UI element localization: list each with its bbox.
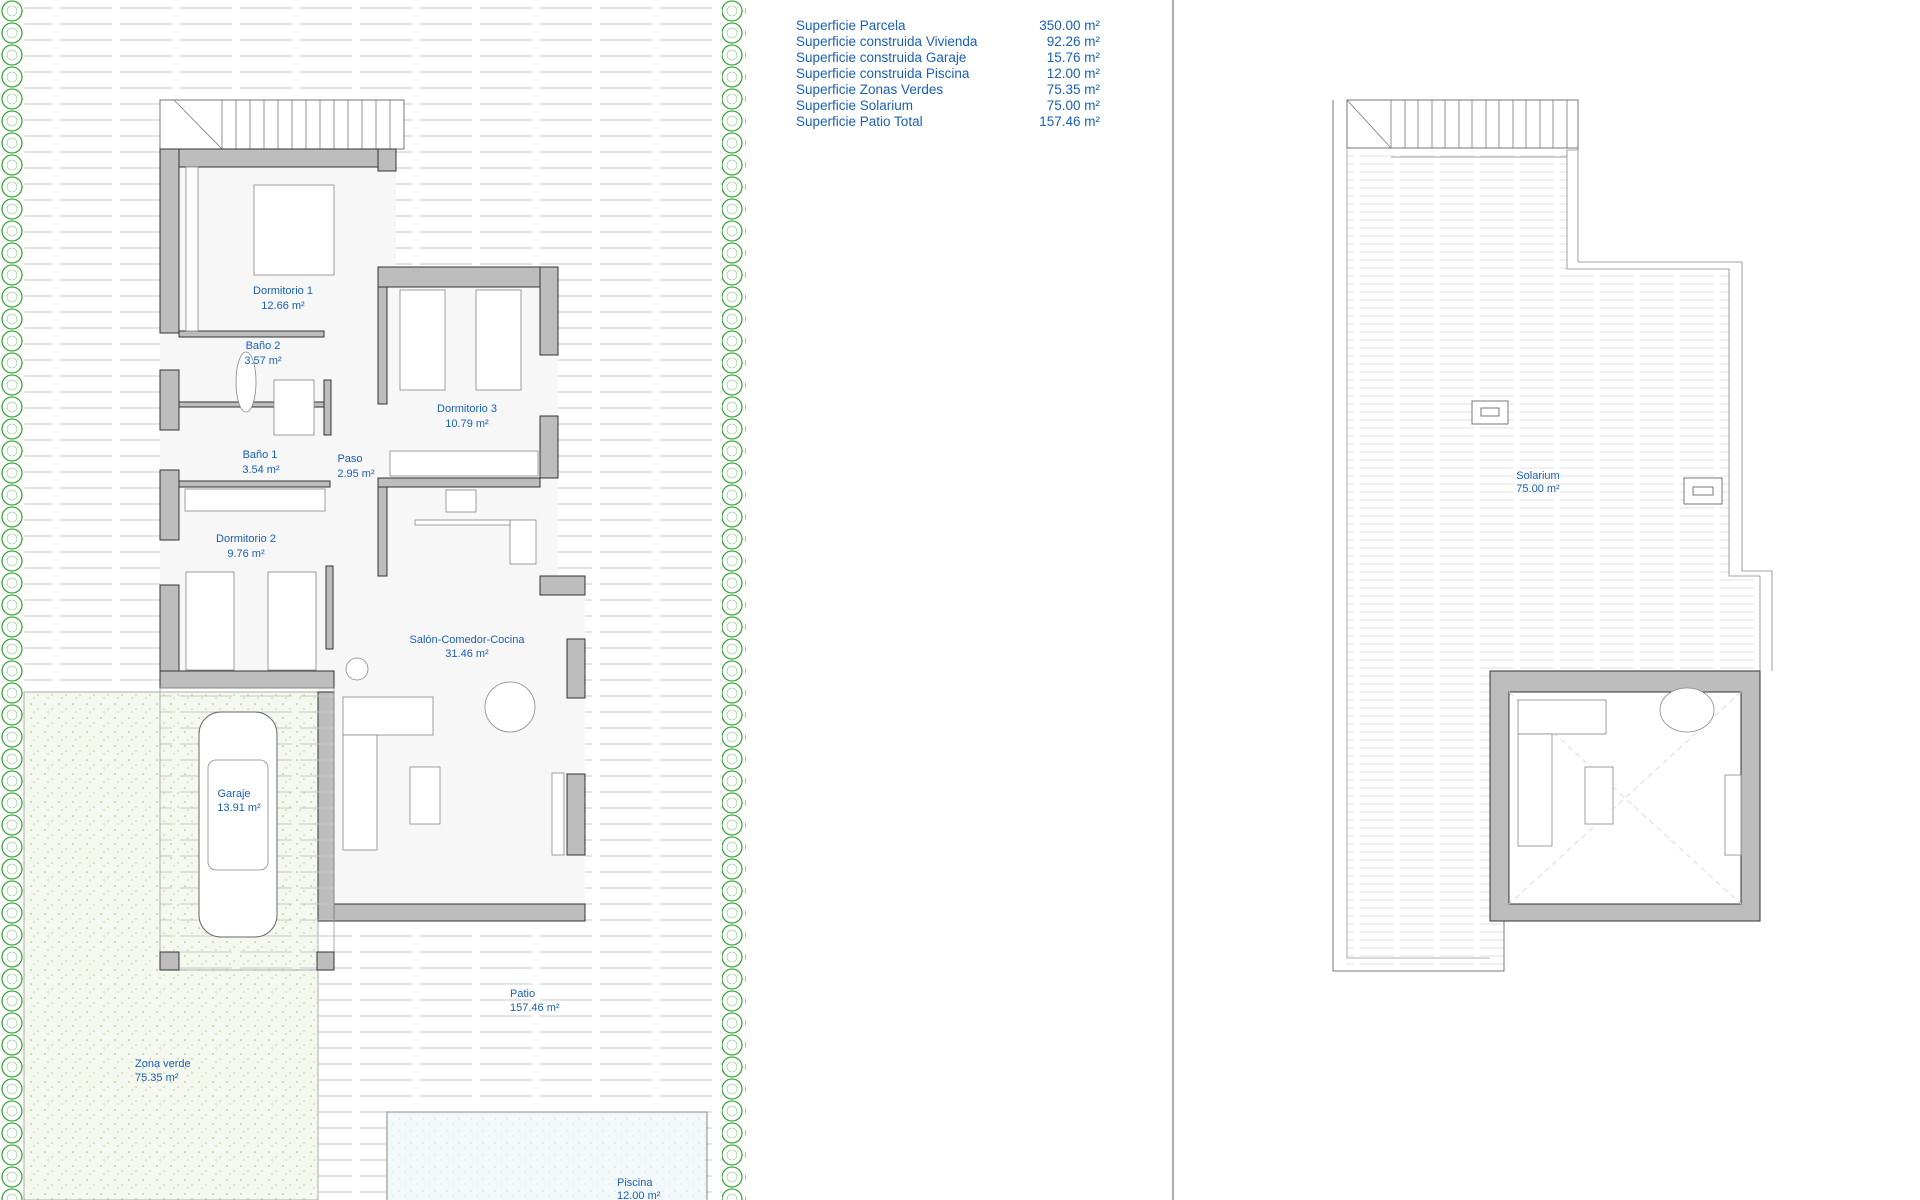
ground-floor-plan [0,0,746,1200]
room-name: Patio [510,988,535,1000]
sofa [342,696,434,736]
hedge-right [722,0,746,1200]
room-area: 75.00 m² [1516,483,1560,495]
room-area: 2.95 m² [337,468,375,480]
room-area: 9.76 m² [227,548,265,560]
single-bed [267,571,317,671]
summary-value: 75.00 m² [1047,98,1101,113]
tv-unit [551,772,565,856]
wardrobe [389,450,539,477]
room-name: Paso [337,453,362,465]
house [159,99,586,922]
room-name: Solarium [1516,470,1559,482]
summary-label: Superficie Solarium [796,98,913,113]
room-area: 157.46 m² [510,1002,560,1014]
room-area: 3.57 m² [244,355,282,367]
summary-label: Superficie Zonas Verdes [796,82,943,97]
dining-table [484,681,536,733]
summary-value: 15.76 m² [1047,50,1101,65]
summary-value: 75.35 m² [1047,82,1101,97]
summary-label: Superficie construida Vivienda [796,34,978,49]
room-area: 3.54 m² [242,464,280,476]
room-area: 13.91 m² [217,802,261,814]
summary-value: 350.00 m² [1039,18,1100,33]
sofa [342,734,378,851]
kitchen-sink [509,519,537,565]
single-bed [399,289,446,391]
summary-value: 92.26 m² [1047,34,1101,49]
toilet [235,351,257,413]
room-area: 31.46 m² [445,648,489,660]
single-bed [475,289,522,391]
wardrobe [184,488,326,512]
room-area: 12.00 m² [617,1190,661,1200]
pool [386,1111,708,1200]
summary-value: 157.46 m² [1039,114,1100,129]
room-name: Salón-Comedor-Cocina [410,634,526,646]
room-name: Baño 2 [246,340,281,352]
double-bed [253,184,335,276]
room-name: Garaje [217,788,250,800]
summary-table: Superficie Parcela 350.00 m² Superficie … [796,18,1100,129]
room-name: Zona verde [135,1058,191,1070]
room-name: Dormitorio 2 [216,533,276,545]
summary-label: Superficie Patio Total [796,114,923,129]
boiler [345,657,369,681]
summary-label: Superficie construida Garaje [796,50,966,65]
roof-plan [1332,99,1773,972]
roof-staircase [1346,99,1579,149]
summary-label: Superficie construida Piscina [796,66,970,81]
room-area: 10.79 m² [445,418,489,430]
hedge-left [0,0,24,1200]
room-name: Baño 1 [243,449,278,461]
single-bed [185,571,235,671]
room-area: 12.66 m² [261,300,305,312]
room-area: 75.35 m² [135,1072,179,1084]
room-labels: Dormitorio 1 12.66 m² Baño 2 3.57 m² Dor… [135,285,1560,1200]
sink [273,379,315,436]
summary-label: Superficie Parcela [796,18,906,33]
summary-value: 12.00 m² [1047,66,1101,81]
garage [159,687,335,971]
car [198,711,278,938]
wardrobe [185,166,199,332]
counter [414,519,511,526]
coffee-table [409,766,441,825]
room-name: Dormitorio 3 [437,403,497,415]
cooktop [445,489,477,513]
room-name: Piscina [617,1177,653,1189]
room-name: Dormitorio 1 [253,285,313,297]
staircase [159,99,405,150]
